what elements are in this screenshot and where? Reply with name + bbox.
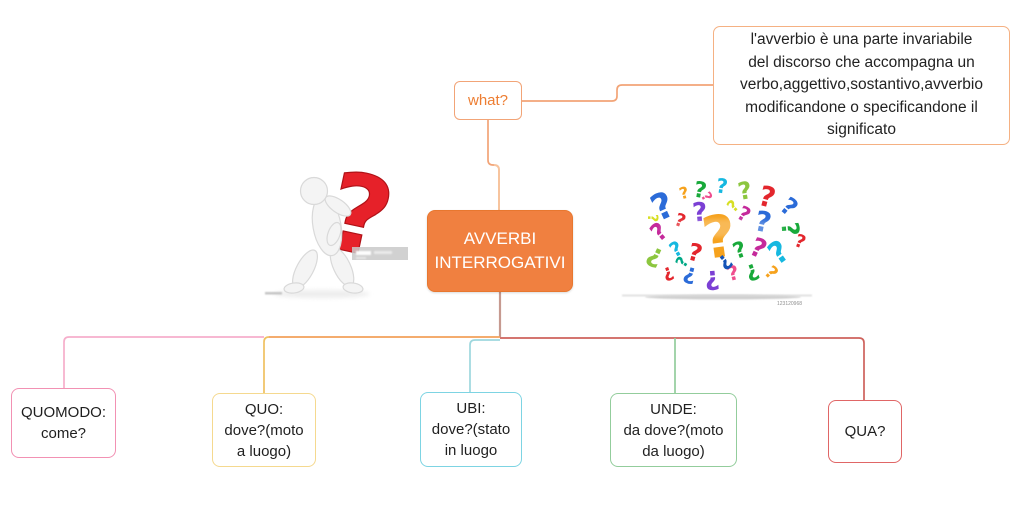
question-mark-glyph: ? <box>775 221 804 237</box>
person-figure <box>283 176 364 294</box>
question-mark-glyph: ? <box>736 176 755 206</box>
connector-qua <box>500 337 865 400</box>
definition-line: verbo,aggettivo,sostantivo,avverbio <box>740 76 983 94</box>
definition-line: l'avverbio è una parte invariabile <box>750 31 973 49</box>
child-node-quo[interactable]: QUO: dove?(moto a luogo) <box>212 393 316 467</box>
question-mark-glyph: ? <box>681 260 700 287</box>
child-line: dove?(moto <box>224 421 304 439</box>
cluster-shadow-watermark: 123120968 <box>622 219 812 307</box>
connector-what-root-lower <box>493 164 500 210</box>
connector-what-root-upper <box>487 120 494 166</box>
child-node-unde[interactable]: UNDE: da dove?(moto da luogo) <box>610 393 737 467</box>
question-mark-glyph: ? <box>677 183 691 204</box>
root-line: AVVERBI <box>463 229 537 248</box>
question-mark-glyph: ? <box>659 261 676 284</box>
connector-quo <box>263 336 270 393</box>
child-line: QUOMODO: <box>21 404 106 421</box>
connector-group <box>63 84 865 400</box>
figure-question-illustration: ? <box>265 148 408 298</box>
question-mark-glyph: ? <box>692 178 709 205</box>
child-line: dove?(stato <box>431 421 511 438</box>
definition-line: del discorso che accompagna un <box>748 53 975 71</box>
child-node-quomodo[interactable]: QUOMODO: come? <box>11 388 116 458</box>
definition-line: significato <box>827 121 896 139</box>
connector-ubi <box>469 339 500 392</box>
cluster-watermark-id: 123120968 <box>777 301 802 307</box>
what-label: what? <box>467 92 509 109</box>
connector-what-definition <box>522 84 713 102</box>
question-mark-glyph: ? <box>644 214 660 222</box>
root-line: INTERROGATIVI <box>434 253 566 272</box>
child-line: da dove?(moto <box>623 421 724 439</box>
child-node-ubi[interactable]: UBI: dove?(stato in luogo <box>420 392 522 467</box>
question-mark-glyph: ? <box>715 173 730 198</box>
child-line: QUO: <box>244 400 284 418</box>
what-node[interactable]: what? <box>454 81 522 120</box>
child-line: QUA? <box>844 423 886 440</box>
left-watermark <box>265 247 408 295</box>
question-mark-glyph: ? <box>703 263 721 294</box>
definition-line: modificandone o specificandone il <box>745 98 978 116</box>
child-line: UBI: <box>456 400 486 417</box>
child-line: a luogo) <box>236 442 292 460</box>
question-mark-glyph: ? <box>775 192 804 222</box>
definition-node[interactable]: l'avverbio è una parte invariabile del d… <box>713 26 1010 145</box>
child-line: da luogo) <box>642 442 705 460</box>
child-line: in luogo <box>444 442 498 459</box>
child-line: come? <box>40 425 87 442</box>
child-line: UNDE: <box>650 400 697 418</box>
connector-quomodo <box>63 336 264 388</box>
child-node-qua[interactable]: QUA? <box>828 400 902 463</box>
root-node-avverbi-interrogativi[interactable]: AVVERBI INTERROGATIVI <box>427 210 573 292</box>
